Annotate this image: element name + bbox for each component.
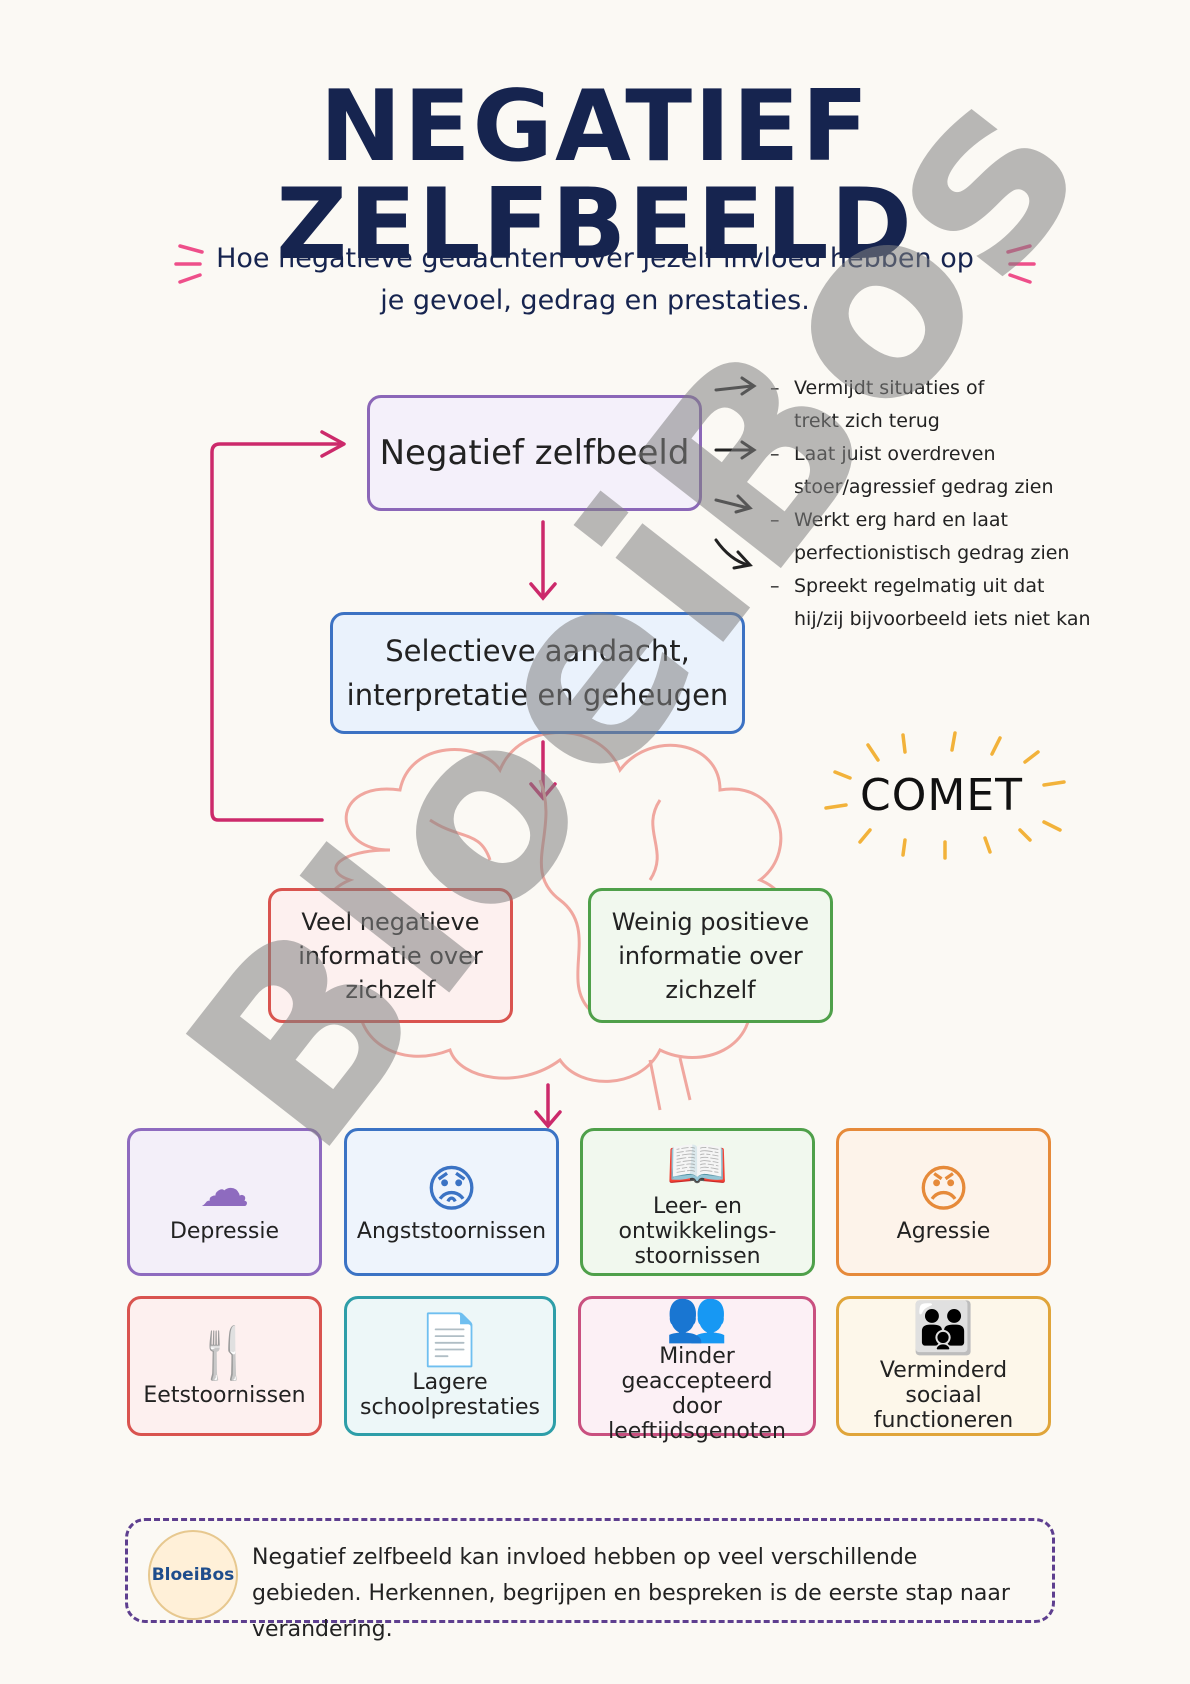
outcome-card: 📄Lagere schoolprestaties — [344, 1296, 556, 1436]
behavior-item: Vermijdt situaties of trekt zich terug — [770, 372, 1100, 438]
negative-self-image-label: Negatief zelfbeeld — [379, 433, 690, 473]
selective-attention-box: Selectieve aandacht, interpretatie en ge… — [330, 612, 745, 734]
selective-attention-label: Selectieve aandacht, interpretatie en ge… — [346, 634, 729, 712]
outcome-card: 🍴Eetstoornissen — [127, 1296, 322, 1436]
footer-note-box — [125, 1518, 1055, 1623]
outcome-card: ☁Depressie — [127, 1128, 322, 1276]
outcome-card: 😟Angststoornissen — [344, 1128, 559, 1276]
behavior-item: Werkt erg hard en laat perfectionistisch… — [770, 504, 1100, 570]
behavior-list: Vermijdt situaties of trekt zich terug L… — [770, 372, 1100, 636]
much-negative-info-box: Veel negatieve informatie over zichzelf — [268, 888, 513, 1023]
rain-cloud-icon: ☁ — [199, 1159, 250, 1218]
little-positive-info-box: Weinig positieve informatie over zichzel… — [588, 888, 833, 1023]
behavior-arrows — [714, 376, 757, 570]
outcome-label: Minder geaccepteerd door leeftijdsgenote… — [608, 1344, 786, 1444]
outcome-label: Eetstoornissen — [143, 1382, 306, 1408]
outcome-card: 👪Verminderd sociaal functioneren — [836, 1296, 1051, 1436]
behavior-item: Spreekt regelmatig uit dat hij/zij bijvo… — [770, 570, 1100, 636]
subtitle-accent-right — [1006, 244, 1036, 284]
outcome-label: Agressie — [896, 1218, 991, 1244]
outcome-label: Lagere schoolprestaties — [360, 1370, 540, 1420]
outcome-label: Leer- en ontwikkelings- stoornissen — [618, 1193, 777, 1269]
outcome-card: 👥Minder geaccepteerd door leeftijdsgenot… — [578, 1288, 816, 1444]
subtitle-accent-left — [174, 244, 204, 284]
comet-burst-icon — [824, 731, 1066, 860]
excluded-person-icon: 👥 — [665, 1287, 729, 1345]
page-title: NEGATIEF ZELFBEELD — [276, 70, 914, 282]
outcome-card: 📖Leer- en ontwikkelings- stoornissen — [580, 1128, 815, 1276]
comet-label: COMET — [860, 770, 1023, 821]
outcome-label: Verminderd sociaal functioneren — [873, 1357, 1014, 1433]
negative-self-image-box: Negatief zelfbeeld — [367, 395, 702, 511]
page-subtitle: Hoe negatieve gedachten over jezelf invl… — [216, 243, 974, 316]
footer-text: Negatief zelfbeeld kan invloed hebben op… — [252, 1545, 1010, 1642]
outcome-card: 😠Agressie — [836, 1128, 1051, 1276]
grade-paper-icon: 📄 — [418, 1311, 482, 1369]
bloeibos-logo: BloeiBos — [148, 1530, 238, 1620]
outcome-label: Angststoornissen — [356, 1218, 547, 1244]
group-icon: 👪 — [912, 1298, 975, 1357]
cutlery-icon: 🍴 — [193, 1323, 256, 1382]
feedback-loop-arrow — [210, 430, 346, 822]
much-negative-info-label: Veel negatieve informatie over zichzelf — [298, 907, 483, 1004]
behavior-item: Laat juist overdreven stoer/agressief ge… — [770, 438, 1100, 504]
little-positive-info-label: Weinig positieve informatie over zichzel… — [611, 907, 810, 1004]
angry-face-icon: 😠 — [917, 1159, 970, 1218]
anxious-face-icon: 😟 — [425, 1159, 478, 1218]
open-book-icon: 📖 — [666, 1134, 729, 1193]
outcome-label: Depressie — [169, 1218, 280, 1244]
